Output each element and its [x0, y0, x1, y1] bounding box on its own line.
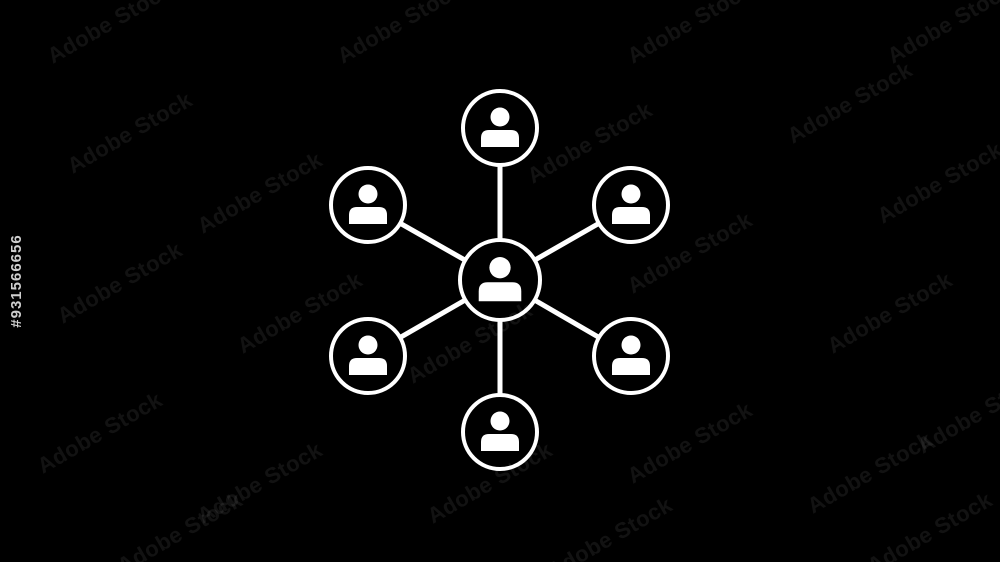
person-body	[612, 207, 650, 224]
center-person-node	[458, 238, 542, 322]
person-icon	[481, 107, 519, 147]
node-ring	[461, 89, 539, 167]
person-head	[358, 184, 378, 204]
person-node-2	[592, 166, 670, 244]
person-icon	[478, 257, 522, 302]
person-head	[358, 335, 378, 355]
person-icon	[481, 411, 519, 451]
node-ring	[329, 166, 407, 244]
person-node-1	[461, 89, 539, 167]
person-head	[621, 335, 641, 355]
person-node-4	[461, 393, 539, 471]
person-head	[621, 184, 641, 204]
person-node-3	[592, 317, 670, 395]
node-ring	[592, 317, 670, 395]
person-icon	[612, 335, 650, 375]
node-ring	[329, 317, 407, 395]
person-body	[481, 130, 519, 147]
person-node-5	[329, 317, 407, 395]
person-body	[481, 434, 519, 451]
person-icon	[349, 184, 387, 224]
person-head	[490, 411, 510, 431]
stock-id-label: #931566656	[8, 234, 25, 328]
person-body	[349, 207, 387, 224]
person-icon	[349, 335, 387, 375]
person-body	[349, 358, 387, 375]
person-icon	[612, 184, 650, 224]
node-ring	[458, 238, 542, 322]
person-body	[612, 358, 650, 375]
person-nodes	[329, 89, 670, 471]
node-ring	[592, 166, 670, 244]
person-body	[478, 282, 522, 302]
person-head	[490, 107, 510, 127]
person-head	[489, 257, 511, 279]
node-ring	[461, 393, 539, 471]
person-node-6	[329, 166, 407, 244]
